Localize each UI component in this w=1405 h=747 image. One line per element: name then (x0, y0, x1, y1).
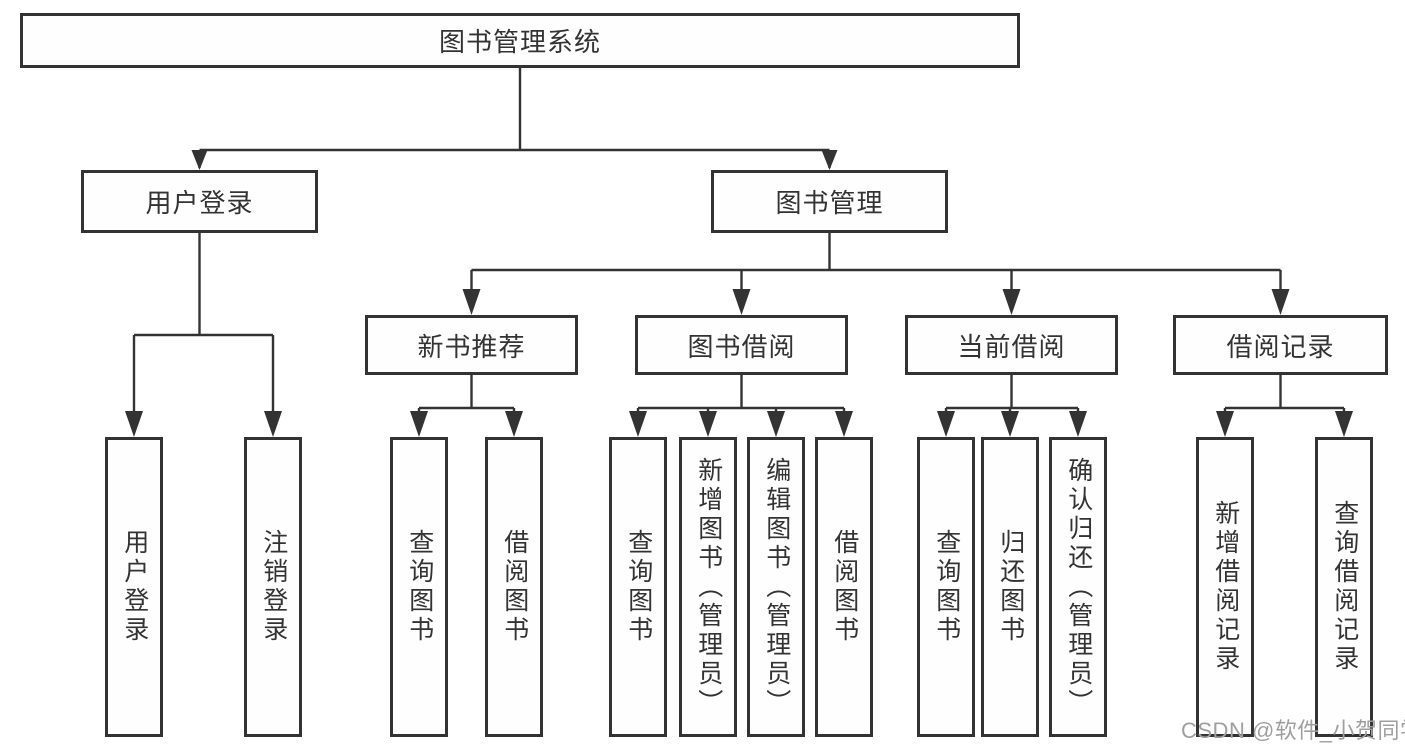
leaf-borrow-query-books: 查询图书 (609, 437, 667, 737)
node-library-system-label: 图书管理系统 (438, 27, 601, 57)
leaf-borrow-query-books-label: 查询图书 (624, 529, 653, 645)
arrowhead (1216, 411, 1234, 437)
leaf-borrow-borrow-books: 借阅图书 (815, 437, 873, 737)
arrowhead (1335, 411, 1353, 437)
leaf-newbook-borrow-books-label: 借阅图书 (500, 529, 529, 645)
leaf-current-confirm-return-admin-label: 确认归还（管理员） (1064, 456, 1093, 718)
leaf-current-query-books: 查询图书 (917, 437, 975, 737)
leaf-current-return-books: 归还图书 (981, 437, 1039, 737)
node-borrow-records-label: 借阅记录 (1226, 331, 1335, 362)
connector-newbook-to-leaves (417, 375, 516, 430)
node-borrow-records: 借阅记录 (1173, 315, 1388, 375)
arrowhead (1002, 289, 1021, 315)
leaf-logout-label: 注销登录 (259, 529, 288, 645)
leaf-borrow-edit-books-admin-label: 编辑图书（管理员） (762, 456, 791, 718)
leaf-borrow-add-books-admin: 新增图书（管理员） (679, 437, 737, 737)
arrowhead (767, 411, 785, 437)
node-current-borrowing: 当前借阅 (905, 315, 1118, 375)
node-book-borrowing: 图书借阅 (635, 315, 848, 375)
connector-bookborrow-to-leaves (636, 375, 846, 430)
connector-borrowrecord-to-leaves (1223, 375, 1346, 430)
arrowhead (191, 150, 208, 170)
node-user-login: 用户登录 (81, 170, 318, 233)
connector-bookmgmt-to-level3 (470, 233, 1282, 308)
leaf-record-add-borrow-record-label: 新增借阅记录 (1211, 500, 1240, 674)
arrowhead (125, 411, 143, 437)
arrowhead (699, 411, 717, 437)
leaf-borrow-edit-books-admin: 编辑图书（管理员） (747, 437, 805, 737)
arrowhead (937, 411, 955, 437)
node-book-management: 图书管理 (711, 170, 948, 233)
arrowhead (732, 289, 751, 315)
arrowhead (1069, 411, 1087, 437)
arrowhead (821, 150, 838, 170)
connector-userlogin-to-leaves (132, 233, 275, 430)
leaf-borrow-borrow-books-label: 借阅图书 (830, 529, 859, 645)
leaf-current-confirm-return-admin: 确认归还（管理员） (1049, 437, 1107, 737)
watermark-text: CSDN @软件_小贺同学 (1181, 718, 1405, 743)
leaf-user-login-label: 用户登录 (120, 529, 149, 645)
leaf-record-query-borrow-record: 查询借阅记录 (1315, 437, 1373, 737)
leaf-newbook-borrow-books: 借阅图书 (485, 437, 543, 737)
arrowhead (629, 411, 647, 437)
arrowhead (835, 411, 853, 437)
leaf-logout: 注销登录 (244, 437, 302, 737)
leaf-newbook-query-books-label: 查询图书 (405, 529, 434, 645)
leaf-user-login: 用户登录 (105, 437, 163, 737)
leaf-borrow-add-books-admin-label: 新增图书（管理员） (694, 456, 723, 718)
leaf-record-add-borrow-record: 新增借阅记录 (1196, 437, 1254, 737)
leaf-current-query-books-label: 查询图书 (932, 529, 961, 645)
node-new-book-recommend: 新书推荐 (365, 315, 578, 375)
connector-root-to-level2 (198, 68, 831, 168)
node-new-book-recommend-label: 新书推荐 (417, 331, 526, 362)
leaf-record-query-borrow-record-label: 查询借阅记录 (1330, 500, 1359, 674)
leaf-newbook-query-books: 查询图书 (390, 437, 448, 737)
arrowhead (505, 411, 523, 437)
arrowhead (462, 289, 481, 315)
arrowhead (410, 411, 428, 437)
node-user-login-label: 用户登录 (145, 188, 254, 218)
arrowhead (1271, 289, 1290, 315)
node-book-borrowing-label: 图书借阅 (687, 331, 796, 362)
leaf-current-return-books-label: 归还图书 (996, 529, 1025, 645)
node-library-system: 图书管理系统 (20, 13, 1020, 68)
arrowhead (1001, 411, 1019, 437)
arrowhead (264, 411, 282, 437)
node-current-borrowing-label: 当前借阅 (957, 331, 1066, 362)
node-book-management-label: 图书管理 (775, 188, 884, 218)
